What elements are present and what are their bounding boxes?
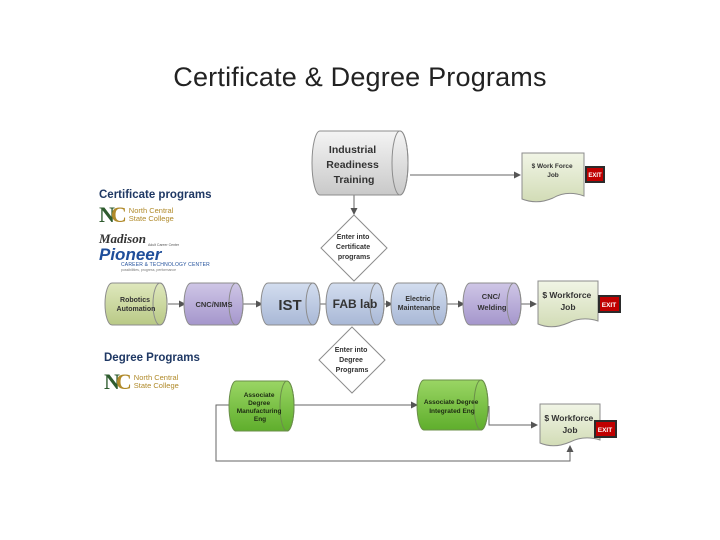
pioneer-logo-madison: Madison — [99, 231, 146, 246]
svg-text:$ Workforce Job: $ Workforce Job — [544, 413, 595, 435]
exit-sign-mid: EXIT — [598, 295, 621, 313]
electric-maintenance-node — [390, 282, 448, 326]
workforce-mid-line1: $ Workforce — [542, 290, 591, 300]
svg-text:Associate Degree Integrate: Associate Degree Integrated Eng — [424, 399, 480, 415]
assoc-int-line1: Associate Degree — [424, 399, 479, 406]
nc-logo-line2: State College — [133, 381, 179, 390]
enter-degree-line2: Degree — [339, 357, 363, 364]
workforce-mid-line2: Job — [560, 302, 575, 312]
cnc-welding-line2: Welding — [477, 303, 506, 312]
nc-logo-line1: North Central — [128, 206, 174, 215]
page-title: Certificate & Degree Programs — [173, 62, 547, 92]
svg-text:Enter into Degree Prog: Enter into Degree Programs — [335, 347, 370, 374]
industrial-label-line1: Industrial — [329, 144, 376, 156]
robotics-line2: Automation — [117, 306, 156, 313]
associate-integrated-node — [416, 379, 489, 431]
north-central-logo: NC North Central State College — [99, 204, 211, 226]
enter-cert-line2: Certificate — [336, 244, 370, 251]
industrial-readiness-node — [311, 130, 409, 196]
fab-lab-label: FAB lab — [333, 297, 378, 311]
ist-node — [260, 282, 321, 326]
industrial-label-line2: Readiness — [326, 159, 379, 171]
workforce-top-line2: Job — [547, 172, 559, 179]
exit-sign-bot: EXIT — [594, 420, 617, 438]
fab-lab-node — [325, 282, 385, 326]
assoc-mfg-line1: Associate — [244, 392, 275, 399]
cnc-welding-node — [462, 282, 522, 326]
robotics-line1: Robotics — [120, 297, 150, 304]
svg-text:$ Workforce Job: $ Workforce Job — [542, 290, 593, 312]
workforce-mid-node — [537, 280, 599, 328]
ist-label: IST — [278, 297, 301, 314]
electric-line1: Electric — [405, 296, 430, 303]
svg-text:$ Work Force Job: $ Work Force Job — [532, 163, 575, 179]
svg-text:Electric Maintenance: Electric Maintenance — [398, 296, 441, 312]
assoc-int-line2: Integrated Eng — [429, 408, 475, 415]
nc-logo-line1: North Central — [133, 373, 179, 382]
connector-integrated-to-workforce — [488, 406, 538, 429]
exit-label-mid: EXIT — [602, 302, 616, 309]
degree-programs-section: Degree Programs NC North Central State C… — [104, 352, 200, 393]
svg-text:Industrial Readiness T: Industrial Readiness Training — [326, 144, 381, 186]
cnc-nims-node — [183, 282, 244, 326]
svg-text:Robotics Automation: Robotics Automation — [117, 297, 156, 313]
associate-mfg-node — [228, 380, 295, 432]
workforce-top-line1: $ Work Force — [532, 163, 573, 170]
nc-logo-line2: State College — [128, 214, 174, 223]
enter-degree-line1: Enter into — [335, 347, 368, 354]
svg-text:Enter into Certificate: Enter into Certificate programs — [336, 234, 372, 261]
certificate-programs-heading: Certificate programs — [99, 189, 212, 201]
assoc-mfg-line3: Manufacturing — [237, 408, 282, 415]
cnc-welding-line1: CNC/ — [482, 292, 501, 301]
svg-text:CNC/ Welding: CNC/ Welding — [477, 292, 506, 312]
enter-degree-line3: Programs — [336, 367, 369, 374]
robotics-automation-node — [104, 282, 168, 326]
pioneer-logo: Madison Adult Career Center Pioneer CARE… — [99, 231, 211, 272]
exit-label-top: EXIT — [588, 173, 602, 179]
assoc-mfg-line2: Degree — [248, 400, 270, 407]
exit-sign-top: EXIT — [585, 166, 605, 183]
workforce-bot-line1: $ Workforce — [544, 413, 593, 423]
workforce-top-node — [521, 152, 585, 203]
pioneer-logo-name: Pioneer — [99, 245, 162, 264]
workforce-bot-line2: Job — [562, 425, 577, 435]
pioneer-logo-tagline: possibilities, progress, performance — [121, 268, 177, 272]
exit-label-bot: EXIT — [598, 427, 612, 434]
enter-degree-decision — [318, 326, 386, 394]
svg-text:Associate Degree Manuf: Associate Degree Manufacturing Eng — [237, 392, 284, 423]
assoc-mfg-line4: Eng — [254, 416, 266, 423]
pioneer-logo-small: Adult Career Center — [147, 243, 180, 247]
workforce-bot-node — [539, 403, 601, 447]
certificate-programs-section: Certificate programs NC North Central St… — [99, 189, 211, 272]
enter-cert-line3: programs — [338, 254, 370, 261]
pioneer-logo-sub: CAREER & TECHNOLOGY CENTER — [121, 262, 210, 268]
enter-certificate-decision — [320, 214, 388, 282]
electric-line2: Maintenance — [398, 305, 441, 312]
industrial-label-line3: Training — [334, 174, 375, 186]
enter-cert-line1: Enter into — [337, 234, 370, 241]
north-central-logo-degree: NC North Central State College — [104, 371, 200, 393]
cnc-nims-label: CNC/NIMS — [195, 300, 232, 309]
degree-programs-heading: Degree Programs — [104, 352, 200, 364]
